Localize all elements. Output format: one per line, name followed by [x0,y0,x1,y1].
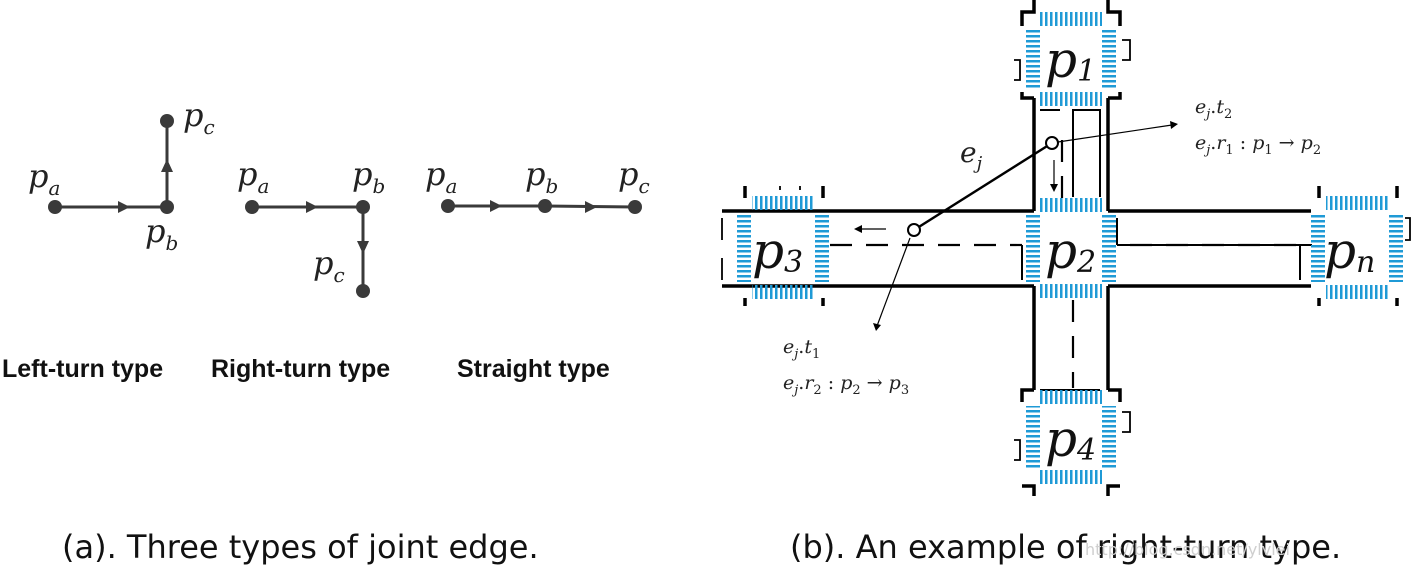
node-p2: p2 [1026,198,1116,298]
node-label-pn: pn [1324,222,1375,280]
edge-label: ej [960,136,983,174]
arrow-head [161,159,173,172]
left-turn-diagram [48,114,174,214]
annotation-top-line1: ej.t2 [1195,96,1232,122]
node-p4: p4 [1014,388,1131,496]
node-pn: pn [1311,186,1411,306]
straight-diagram [441,199,642,214]
node-pb [160,200,174,214]
panel-a [48,114,642,298]
node-label-p1: p1 [1045,31,1096,89]
node-pc [356,284,370,298]
annotation-top: ej.t2 ej.r1 : p1 → p2 [1195,96,1321,158]
edge-endpoint-t2 [1045,136,1059,150]
panel-a-labels: pa pb pc pa pb pc pa pb pc Left-turn typ… [2,96,650,566]
node-pb [356,200,370,214]
annotation-pointers [873,121,1178,331]
dashed-lanes [830,140,1300,388]
label-pc: pc [183,96,215,139]
node-pa [441,199,455,213]
label-pb: pb [352,155,385,198]
arrow-head [118,201,130,213]
label-pc: pc [313,244,345,287]
type-label-right-turn: Right-turn type [211,355,390,383]
label-pb: pb [525,155,558,198]
caption-b: (b). An example of right-turn type. [790,528,1341,566]
label-pb: pb [145,212,178,255]
type-label-straight: Straight type [457,355,610,383]
node-pb [538,199,552,213]
caption-a: (a). Three types of joint edge. [62,528,539,566]
node-pa [48,200,62,214]
label-pa: pa [237,155,269,198]
arrow-head [306,201,318,213]
node-label-p4: p4 [1045,410,1096,468]
arrow-head [490,200,502,212]
node-p1: p1 [1014,0,1131,106]
annotation-bottom-line1: ej.t1 [783,336,820,362]
annotation-bottom: ej.t1 ej.r2 : p2 → p3 [783,336,909,398]
annotation-top-line2: ej.r1 : p1 → p2 [1195,132,1321,158]
node-p3: p3 [721,186,829,306]
node-pc [628,200,642,214]
edge-ej: ej [907,136,1059,237]
annotation-bottom-line2: ej.r2 : p2 → p3 [783,372,909,398]
direction-arrows [854,160,1058,233]
node-label-p2: p2 [1045,222,1096,280]
node-label-p3: p3 [752,222,803,280]
label-pa: pa [425,155,457,198]
node-pc [160,114,174,128]
label-pa: pa [28,157,60,200]
type-label-left-turn: Left-turn type [2,355,163,383]
node-pa [245,200,259,214]
panel-b: p1 p2 p3 pn [721,0,1411,566]
right-turn-diagram [245,200,370,298]
edge-endpoint-t1 [907,223,921,237]
arrow-head [585,201,597,213]
watermark: http://blog.csdn.net/ylvlei [1085,540,1290,559]
label-pc: pc [618,155,650,198]
arrow-head [357,241,369,254]
